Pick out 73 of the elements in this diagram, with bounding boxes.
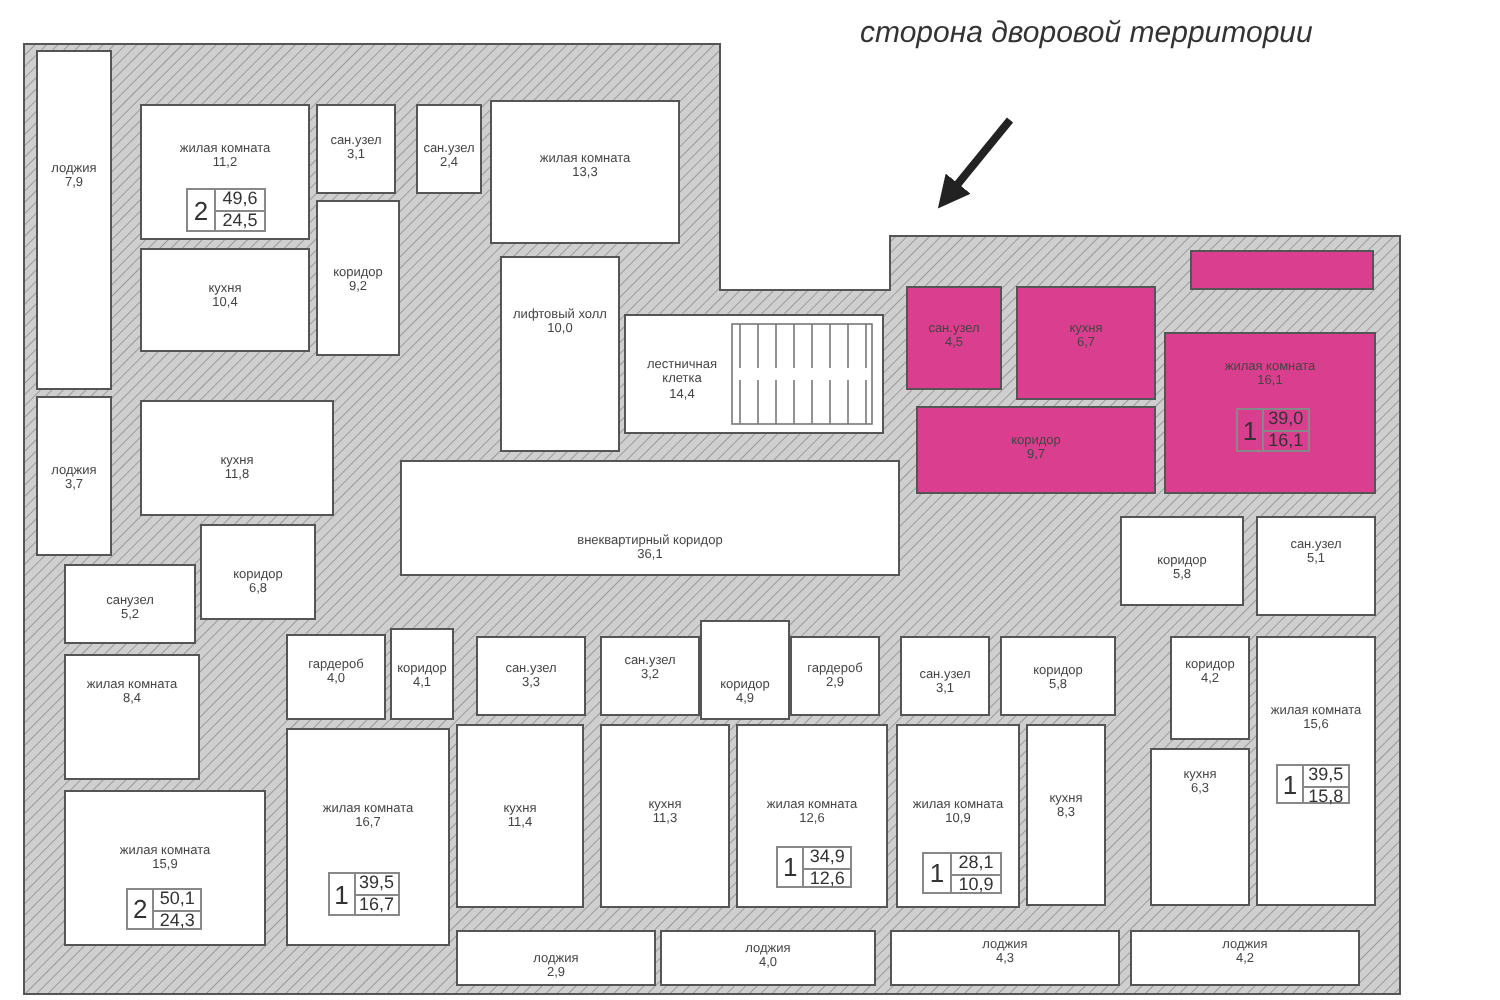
- room: [1256, 636, 1376, 906]
- apartment-info-tag: [1276, 764, 1350, 804]
- room: [64, 790, 266, 946]
- total-area: 50,1: [154, 890, 200, 912]
- room: [900, 636, 990, 716]
- total-area: 39,0: [1263, 410, 1308, 432]
- room: [790, 636, 880, 716]
- room: [1170, 636, 1250, 740]
- room: [600, 724, 730, 908]
- room: [316, 104, 396, 194]
- room: [36, 50, 112, 390]
- room: [390, 628, 454, 720]
- room: [416, 104, 482, 194]
- room: [660, 930, 876, 986]
- room: [64, 654, 200, 780]
- room-count: 2: [128, 890, 155, 928]
- room: [600, 636, 700, 716]
- room: [1120, 516, 1244, 606]
- apartment-info-tag: [126, 888, 202, 930]
- room: [286, 634, 386, 720]
- balcony-area: [1190, 250, 1374, 290]
- apartment-info-tag: [328, 872, 400, 916]
- room: [456, 724, 584, 908]
- room: [700, 620, 790, 720]
- room: [1000, 636, 1116, 716]
- room: [1016, 286, 1156, 400]
- total-area: 34,9: [804, 848, 850, 870]
- living-area: 16,1: [1263, 431, 1308, 452]
- room: [316, 200, 400, 356]
- room-count: 1: [924, 854, 952, 892]
- total-area: 49,6: [215, 190, 264, 212]
- apartment-info-tag: [186, 188, 266, 232]
- room: [1130, 930, 1360, 986]
- total-area: 28,1: [951, 854, 1000, 876]
- room: [906, 286, 1002, 390]
- room: [140, 400, 334, 516]
- living-area: 10,9: [951, 875, 1000, 896]
- room: [1256, 516, 1376, 616]
- room: [1150, 748, 1250, 906]
- apartment-info-tag: [922, 852, 1002, 894]
- room: [140, 104, 310, 240]
- living-area: 12,6: [804, 869, 850, 890]
- room-count: 1: [778, 848, 805, 886]
- room: [64, 564, 196, 644]
- total-area: 39,5: [355, 874, 398, 896]
- room: [1164, 332, 1376, 494]
- room: [286, 728, 450, 946]
- room: [456, 930, 656, 986]
- room-count: 1: [330, 874, 356, 914]
- room: [736, 724, 888, 908]
- note-text: сторона дворовой территории: [860, 16, 1313, 50]
- living-area: 16,7: [355, 895, 398, 916]
- room-count: 1: [1238, 410, 1264, 450]
- room: [896, 724, 1020, 908]
- apartment-info-tag: [776, 846, 852, 888]
- room-count: 1: [1278, 766, 1304, 802]
- room: [140, 248, 310, 352]
- living-area: 15,8: [1303, 787, 1348, 808]
- room: [916, 406, 1156, 494]
- room: [890, 930, 1120, 986]
- room: [1026, 724, 1106, 906]
- room: [476, 636, 586, 716]
- living-area: 24,3: [154, 911, 200, 932]
- total-area: 39,5: [1303, 766, 1348, 788]
- room-count: 2: [188, 190, 216, 230]
- room: [624, 314, 884, 434]
- room: [490, 100, 680, 244]
- room: [36, 396, 112, 556]
- room: [400, 460, 900, 576]
- living-area: 24,5: [215, 211, 264, 232]
- room: [500, 256, 620, 452]
- room: [200, 524, 316, 620]
- apartment-info-tag: [1236, 408, 1310, 452]
